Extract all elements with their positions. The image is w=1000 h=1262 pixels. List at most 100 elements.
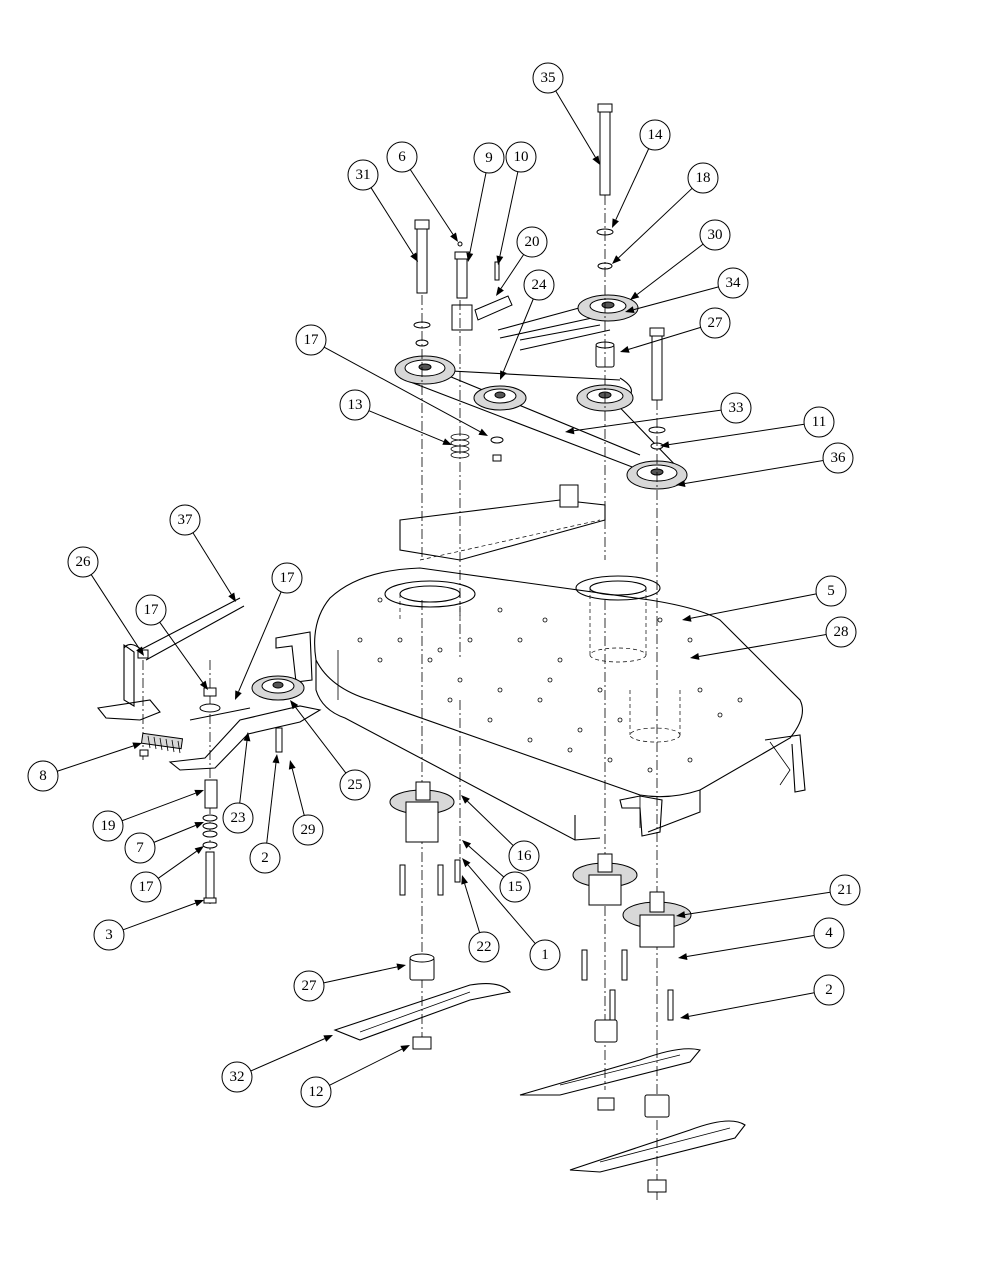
callout-number: 18 — [696, 170, 711, 186]
callout-17: 17 — [235, 562, 303, 700]
callout-22: 22 — [461, 875, 500, 963]
callout-bubble — [169, 504, 201, 536]
callout-bubble — [300, 1076, 332, 1108]
leader-line — [690, 593, 817, 619]
callout-25: 25 — [290, 700, 371, 801]
leader-arrowhead — [462, 840, 472, 849]
callout-8: 8 — [27, 742, 142, 792]
leader-line — [684, 459, 824, 485]
leader-arrowhead — [243, 732, 251, 742]
callout-bubble — [499, 871, 531, 903]
callout-number: 23 — [231, 810, 246, 826]
leader-arrowhead — [630, 291, 640, 300]
callout-bubble — [27, 760, 59, 792]
callout-18: 18 — [612, 162, 719, 264]
leader-arrowhead — [462, 858, 471, 868]
callout-23: 23 — [222, 732, 254, 834]
callout-number: 6 — [398, 149, 406, 165]
callout-number: 34 — [726, 275, 742, 291]
leader-arrowhead — [194, 789, 204, 797]
callout-6: 6 — [386, 141, 458, 242]
leader-arrowhead — [194, 846, 204, 855]
callout-36: 36 — [676, 442, 854, 487]
leader-line — [618, 187, 693, 259]
leader-arrowhead — [194, 822, 204, 829]
callout-bubble — [717, 267, 749, 299]
callout-number: 33 — [729, 400, 744, 416]
callout-number: 31 — [356, 167, 371, 183]
leader-line — [464, 883, 481, 933]
leader-line — [323, 966, 398, 984]
callout-number: 35 — [541, 70, 556, 86]
callout-number: 1 — [541, 947, 549, 963]
leader-line — [409, 169, 454, 235]
callout-bubble — [529, 939, 561, 971]
callout-32: 32 — [221, 1035, 333, 1093]
leader-arrowhead — [682, 614, 692, 622]
callout-31: 31 — [347, 159, 418, 262]
leader-arrowhead — [136, 646, 144, 656]
leader-arrowhead — [625, 306, 635, 314]
callout-bubble — [813, 974, 845, 1006]
leader-arrowhead — [680, 1012, 690, 1020]
callout-bubble — [221, 1061, 253, 1093]
leader-line — [573, 409, 722, 432]
callout-16: 16 — [461, 795, 540, 872]
callout-9: 9 — [466, 142, 505, 262]
leader-arrowhead — [660, 441, 670, 449]
callout-bubble — [249, 842, 281, 874]
callout-bubble — [339, 389, 371, 421]
callout-17: 17 — [135, 594, 208, 690]
callout-number: 22 — [477, 939, 492, 955]
callout-27: 27 — [620, 307, 731, 353]
callout-bubble — [639, 119, 671, 151]
leader-arrowhead — [565, 427, 575, 435]
leader-line — [159, 621, 204, 683]
callout-number: 28 — [834, 624, 849, 640]
callout-number: 17 — [280, 570, 296, 586]
callout-27: 27 — [293, 963, 406, 1002]
leader-line — [266, 762, 277, 844]
callout-number: 14 — [648, 127, 664, 143]
callout-11: 11 — [660, 406, 835, 449]
callout-bubble — [222, 802, 254, 834]
callout-number: 8 — [39, 768, 47, 784]
callout-number: 12 — [309, 1084, 324, 1100]
leader-line — [636, 243, 704, 295]
callout-bubble — [803, 406, 835, 438]
leader-line — [90, 574, 140, 649]
callout-29: 29 — [288, 760, 324, 846]
leader-arrowhead — [496, 255, 504, 265]
callout-2: 2 — [680, 974, 845, 1020]
callout-bubble — [687, 162, 719, 194]
callout-bubble — [523, 269, 555, 301]
callout-bubble — [720, 392, 752, 424]
callout-number: 16 — [517, 848, 533, 864]
leader-arrowhead — [496, 286, 504, 296]
leader-line — [467, 800, 514, 846]
leader-line — [239, 740, 248, 804]
leader-arrowhead — [450, 232, 458, 242]
callout-number: 19 — [101, 818, 116, 834]
callout-bubble — [699, 219, 731, 251]
leader-arrowhead — [235, 690, 242, 700]
callout-number: 24 — [532, 277, 548, 293]
callout-13: 13 — [339, 389, 452, 445]
callout-14: 14 — [612, 119, 671, 228]
callout-bubble — [825, 616, 857, 648]
leader-line — [368, 410, 444, 443]
centerlines — [142, 195, 658, 1200]
callout-35: 35 — [532, 62, 600, 165]
callout-number: 17 — [304, 332, 320, 348]
leader-arrowhead — [396, 963, 406, 971]
leader-arrowhead — [676, 480, 686, 487]
callout-number: 27 — [708, 315, 724, 331]
callout-bubble — [813, 917, 845, 949]
callout-bubble — [505, 141, 537, 173]
leader-arrowhead — [690, 653, 700, 660]
callout-3: 3 — [93, 899, 204, 951]
leader-line — [122, 902, 196, 931]
leader-line — [238, 591, 282, 692]
leader-line — [628, 326, 701, 350]
